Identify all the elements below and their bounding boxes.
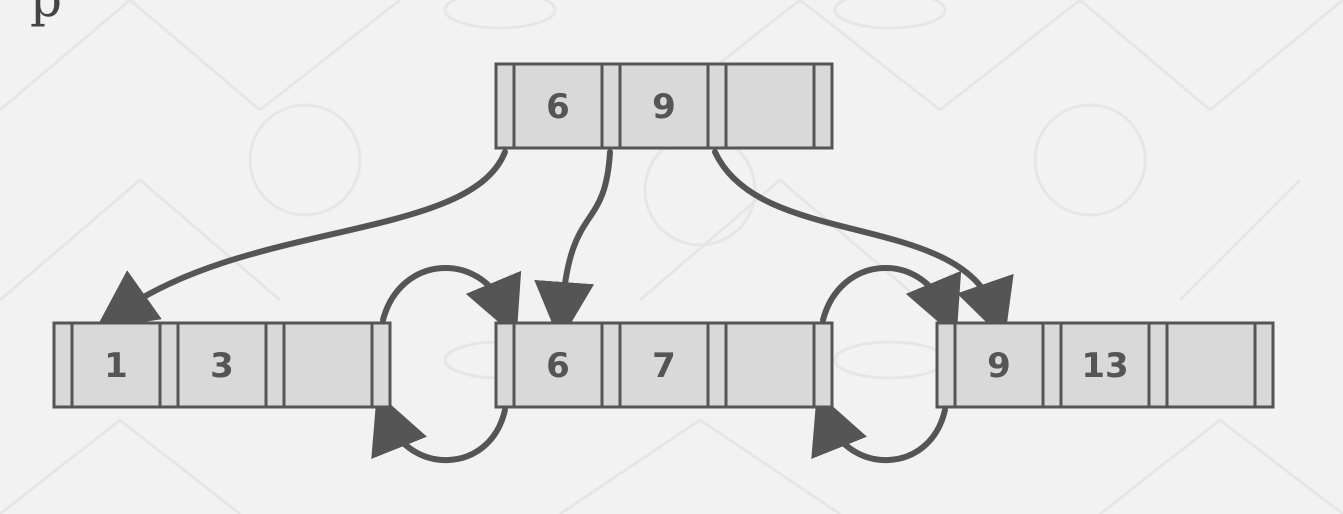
leaf2-to-leaf3-pointer <box>820 264 962 338</box>
database-watermark-icon <box>443 0 557 30</box>
database-watermark-icon <box>833 0 947 30</box>
key-value: 13 <box>1081 346 1128 386</box>
pointer-slot <box>494 62 516 150</box>
pointer-slot <box>370 321 392 409</box>
key-slot <box>618 321 710 409</box>
pointer-slot <box>264 321 286 409</box>
key-slot <box>1059 321 1151 409</box>
key-slot <box>70 321 162 409</box>
skull-watermark-icon <box>248 103 362 217</box>
key-value: 7 <box>652 346 676 386</box>
pointer-slot <box>1147 321 1169 409</box>
pointer-slot <box>600 321 622 409</box>
leaf3-to-leaf2-pointer <box>811 392 948 464</box>
pointer-slot <box>812 321 834 409</box>
pointer-slot <box>935 321 957 409</box>
leaf-node-3: 9 13 <box>935 321 1275 409</box>
key-slot <box>176 321 268 409</box>
pointer-slot <box>812 62 834 150</box>
edges <box>95 149 1014 464</box>
leaf1-to-leaf2-pointer <box>380 264 522 338</box>
key-value: 1 <box>104 346 128 386</box>
pointer-slot <box>1041 321 1063 409</box>
leaf2-to-leaf1-pointer <box>371 392 508 464</box>
skull-watermark-icon <box>643 133 757 247</box>
key-slot <box>282 321 374 409</box>
pointer-slot <box>706 321 728 409</box>
pointer-slot <box>600 62 622 150</box>
pointer-slot <box>494 321 516 409</box>
key-value: 6 <box>546 87 570 127</box>
root-to-leaf-2-arrow <box>534 149 613 342</box>
key-slot <box>512 62 604 150</box>
key-slot <box>618 62 710 150</box>
key-value: 3 <box>210 346 234 386</box>
key-slot <box>724 321 816 409</box>
key-value: 6 <box>546 346 570 386</box>
skull-watermark-icon <box>1033 103 1147 217</box>
key-value: 9 <box>652 87 676 127</box>
key-slot <box>512 321 604 409</box>
root-to-leaf-1-arrow <box>95 149 508 330</box>
database-watermark-icon <box>833 340 947 380</box>
key-value: 9 <box>987 346 1011 386</box>
pointer-slot <box>1253 321 1275 409</box>
root-to-leaf-3-arrow <box>712 149 1014 341</box>
pointer-slot <box>706 62 728 150</box>
key-slot <box>1165 321 1257 409</box>
header-partial-text: p <box>30 0 62 28</box>
pointer-slot <box>52 321 74 409</box>
pointer-slot <box>158 321 180 409</box>
key-slot <box>724 62 816 150</box>
